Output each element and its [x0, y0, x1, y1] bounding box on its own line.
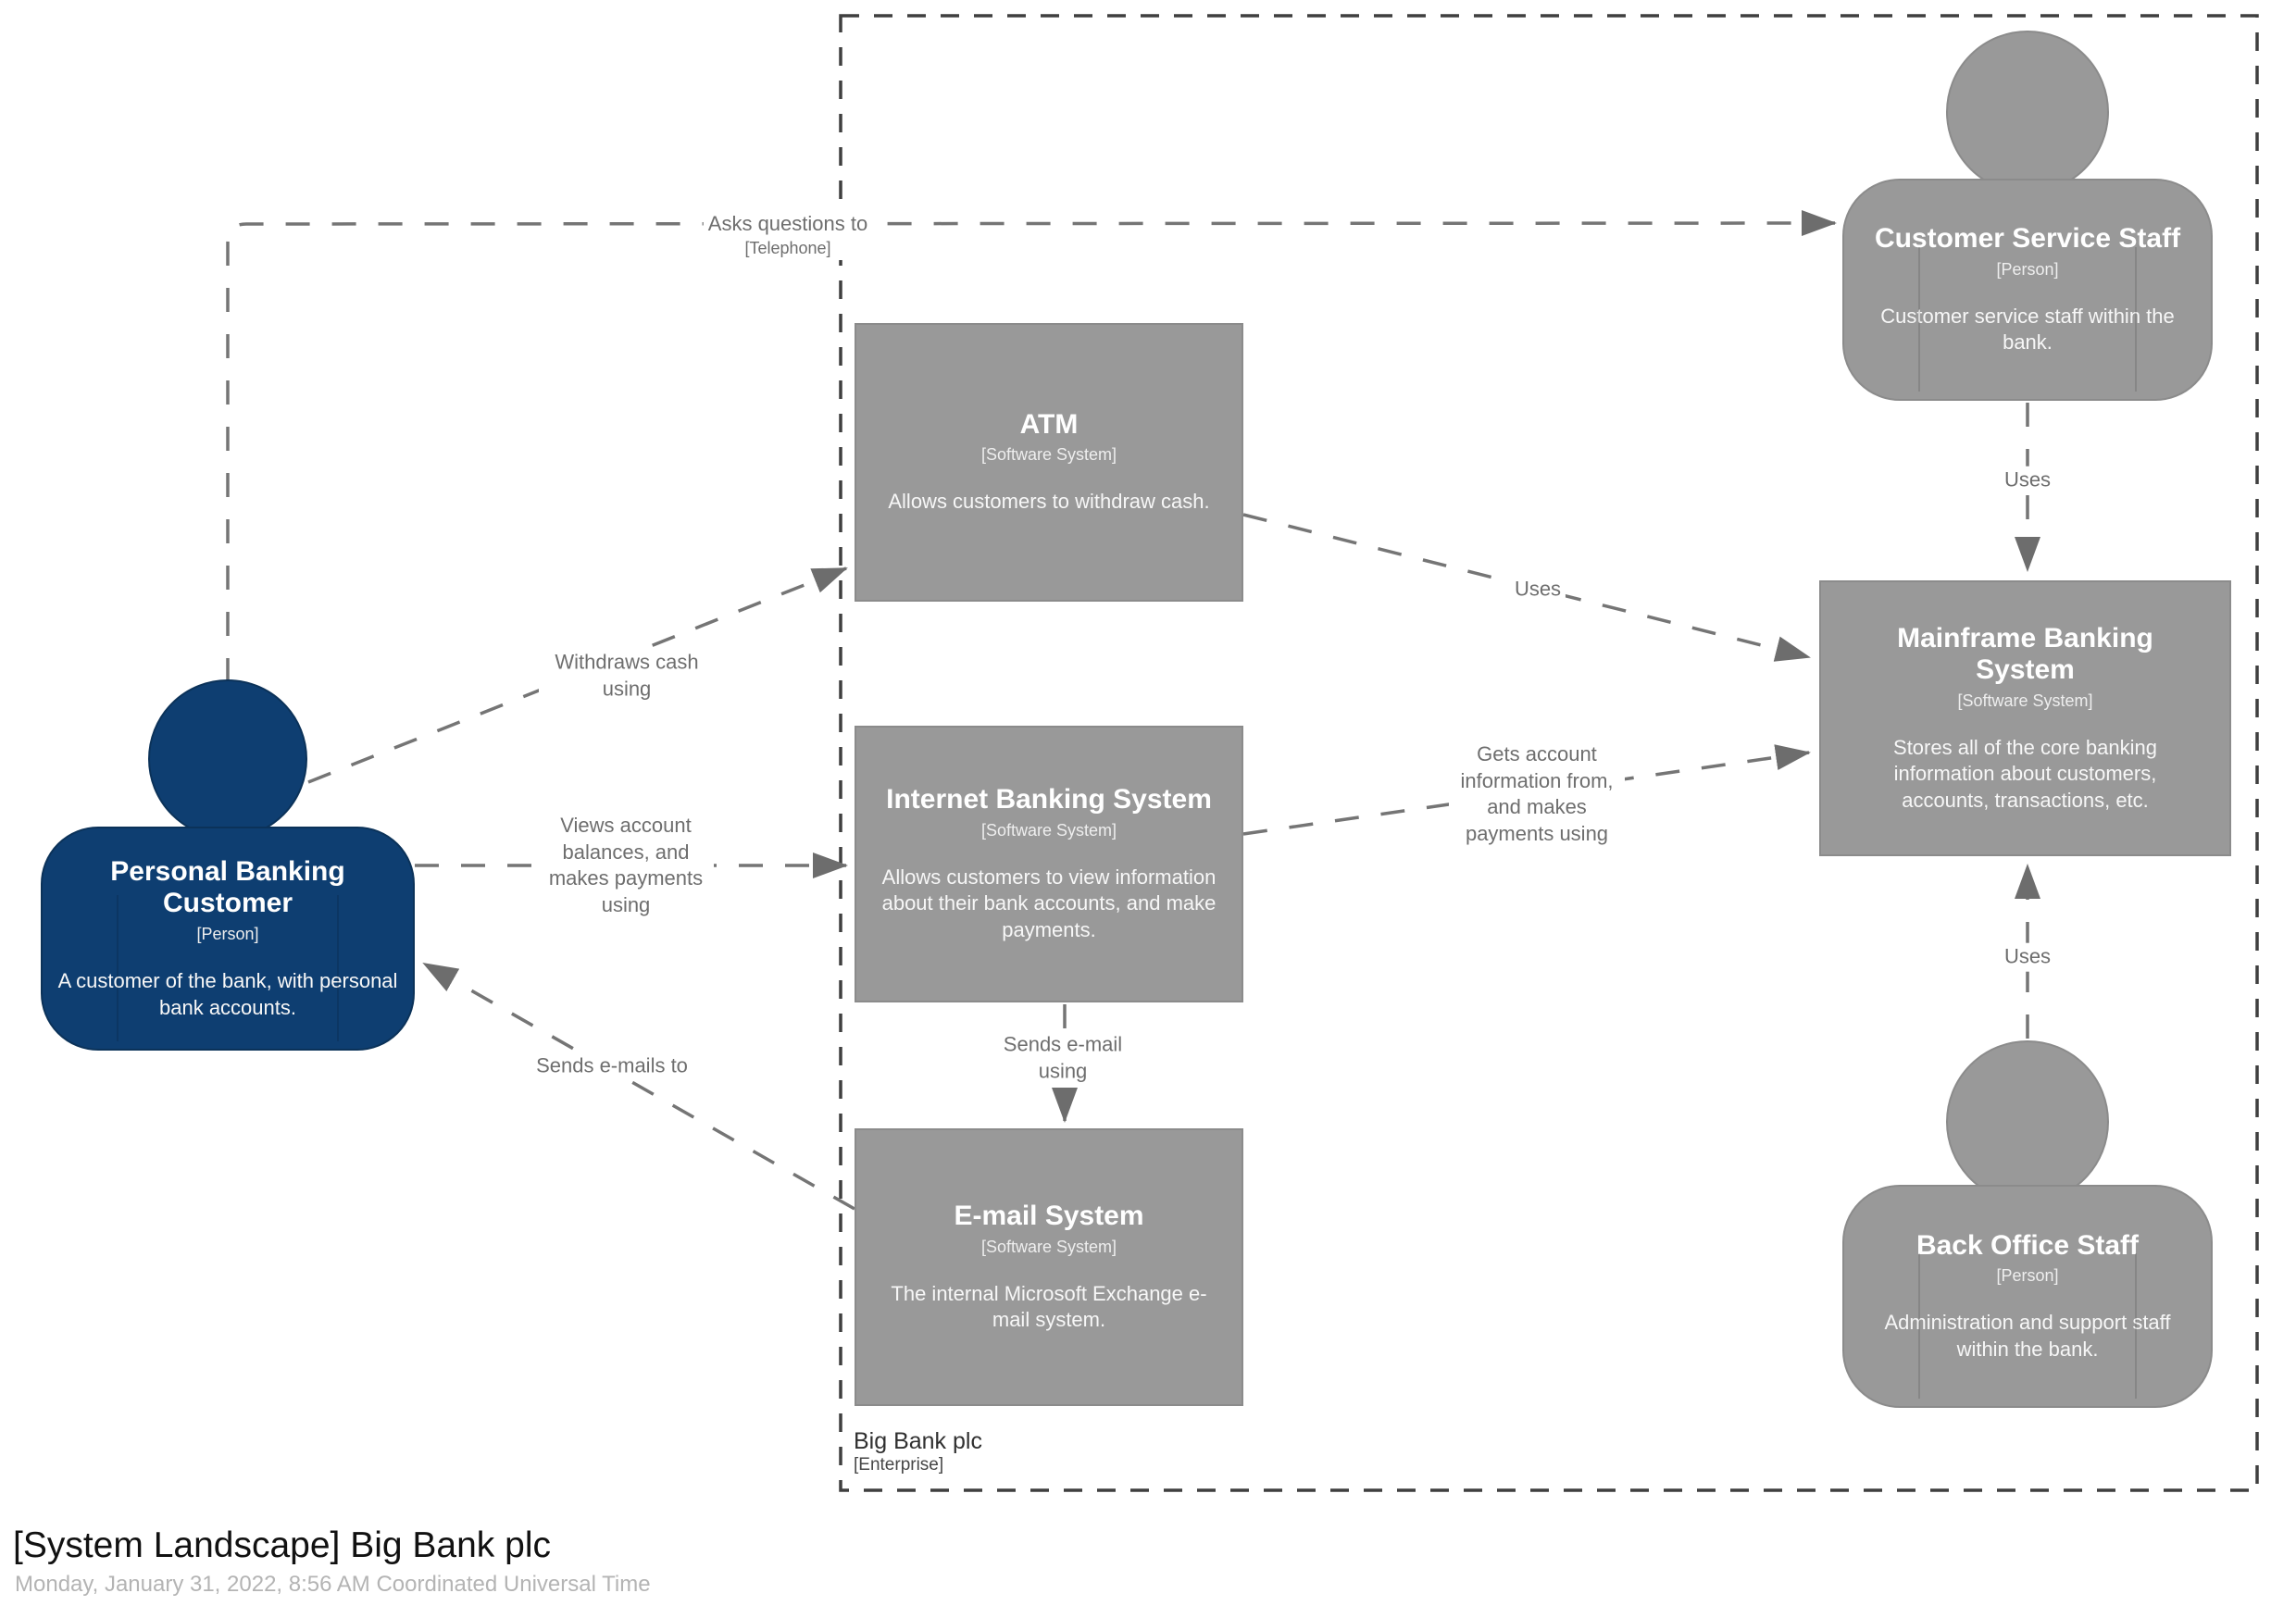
node-atm[interactable]: ATM [Software System] Allows customers t… — [855, 323, 1243, 602]
node-title: ATM — [1019, 408, 1079, 440]
node-type: [Person] — [1996, 259, 2059, 279]
node-type: [Person] — [1996, 1266, 2059, 1286]
node-title: Customer Service Staff — [1874, 223, 2181, 255]
node-title: E-mail System — [954, 1201, 1144, 1232]
node-type: [Software System] — [980, 445, 1117, 465]
person-arm-line — [1918, 1253, 1920, 1399]
enterprise-type: [Enterprise] — [854, 1455, 944, 1475]
person-head-icon — [1946, 1040, 2109, 1203]
enterprise-boundary — [839, 14, 2259, 1492]
node-description: Stores all of the core banking informati… — [1893, 735, 2157, 812]
node-title: Back Office Staff — [1915, 1229, 2140, 1261]
relationship-text: Gets account information from, and makes… — [1460, 741, 1614, 845]
node-description: Allows customers to view information abo… — [881, 865, 1217, 942]
relationship-text: Views account balances, and makes paymen… — [548, 813, 704, 916]
relationship-text: Sends e-mails to — [536, 1053, 688, 1077]
node-back-office-staff[interactable]: Back Office Staff [Person] Administratio… — [1842, 1040, 2213, 1408]
page-timestamp: Monday, January 31, 2022, 8:56 AM Coordi… — [15, 1572, 651, 1597]
node-type: [Software System] — [980, 1237, 1117, 1256]
node-type: [Software System] — [1957, 691, 2093, 710]
relationship-asks-questions-to — [226, 210, 1837, 682]
relationship-label-sends-email-using: Sends e-mail using — [975, 1030, 1151, 1086]
relationship-text: Asks questions to — [707, 212, 868, 236]
node-description: The internal Microsoft Exchange e-mail s… — [891, 1281, 1207, 1332]
relationship-label-atm-uses: Uses — [1509, 575, 1566, 604]
relationship-label-views-account-balances: Views account balances, and makes paymen… — [538, 811, 714, 920]
node-title: Mainframe Banking System — [1897, 622, 2153, 686]
person-body: Customer Service Staff [Person] Customer… — [1842, 179, 2213, 401]
relationship-text: Uses — [2003, 467, 2052, 492]
relationship-label-sends-emails-to: Sends e-mails to — [531, 1052, 693, 1081]
relationship-label-withdraws-cash-using: Withdraws cash using — [539, 648, 715, 703]
node-internet-banking-system[interactable]: Internet Banking System [Software System… — [855, 726, 1243, 1002]
person-body: Personal Banking Customer [Person] A cus… — [41, 827, 415, 1051]
node-personal-banking-customer[interactable]: Personal Banking Customer [Person] A cus… — [41, 679, 415, 1051]
node-description: A customer of the bank, with personal ba… — [57, 968, 398, 1019]
relationship-text: Withdraws cash using — [555, 650, 699, 700]
person-head-icon — [1946, 31, 2109, 193]
relationship-text: Sends e-mail using — [1003, 1032, 1123, 1082]
relationship-label-gets-account-information: Gets account information from, and makes… — [1449, 740, 1625, 849]
node-email-system[interactable]: E-mail System [Software System] The inte… — [855, 1128, 1243, 1406]
relationship-label-asks-questions-to: Asks questions to [Telephone] — [703, 210, 873, 260]
person-arm-line — [2135, 247, 2137, 392]
node-mainframe-banking-system[interactable]: Mainframe Banking System [Software Syste… — [1819, 580, 2231, 856]
relationship-text: Uses — [1514, 577, 1562, 601]
enterprise-boundary-label: Big Bank plc [Enterprise] — [854, 1427, 982, 1476]
node-description: Customer service staff within the bank. — [1880, 304, 2175, 355]
page-title: [System Landscape] Big Bank plc — [13, 1525, 551, 1565]
relationship-label-back-office-staff-uses: Uses — [1999, 942, 2056, 972]
relationship-sends-emails-to — [422, 962, 855, 1211]
node-type: [Software System] — [980, 820, 1117, 840]
relationship-technology: [Telephone] — [744, 238, 831, 257]
node-customer-service-staff[interactable]: Customer Service Staff [Person] Customer… — [1842, 31, 2213, 401]
person-arm-line — [117, 895, 119, 1041]
relationship-label-customer-service-staff-uses: Uses — [1999, 466, 2056, 495]
node-title: Internet Banking System — [886, 784, 1212, 815]
node-title: Personal Banking Customer — [110, 855, 345, 919]
enterprise-name: Big Bank plc — [854, 1428, 982, 1454]
node-description: Administration and support staff within … — [1884, 1311, 2171, 1361]
person-arm-line — [1918, 247, 1920, 392]
person-head-icon — [148, 679, 307, 839]
person-body: Back Office Staff [Person] Administratio… — [1842, 1185, 2213, 1408]
node-description: Allows customers to withdraw cash. — [888, 490, 1210, 514]
relationship-text: Uses — [2003, 944, 2052, 968]
person-arm-line — [337, 895, 339, 1041]
person-arm-line — [2135, 1253, 2137, 1399]
node-type: [Person] — [196, 924, 259, 943]
